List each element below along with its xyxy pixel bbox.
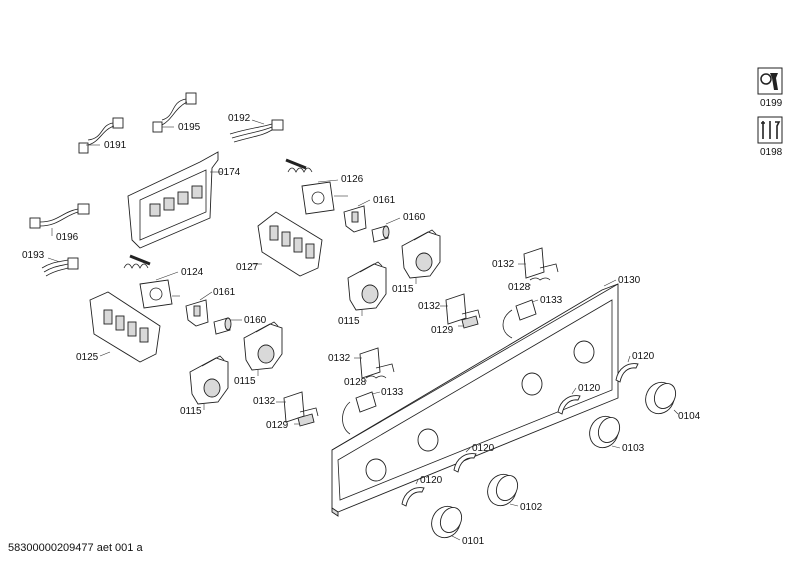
service-icon-label: 0198 [760, 147, 783, 158]
part-label: 0128 [344, 377, 367, 388]
part-clip-0129-a[interactable]: 0129 [431, 315, 479, 336]
part-label: 0130 [618, 275, 641, 286]
part-label: 0133 [540, 295, 563, 306]
part-timer-0174[interactable]: 0174 [127, 151, 241, 249]
part-label: 0120 [420, 475, 443, 486]
part-ring-0120-c[interactable]: 0120 [453, 443, 495, 473]
part-sensor-0133-b[interactable]: 0133 [342, 387, 404, 435]
part-label: 0115 [180, 406, 202, 417]
part-label: 0161 [373, 195, 396, 206]
part-knob-0103[interactable]: 0103 [585, 412, 645, 454]
part-label: 0196 [56, 232, 79, 243]
part-label: 0103 [622, 443, 645, 454]
part-label: 0128 [508, 282, 531, 293]
part-label: 0127 [236, 262, 259, 273]
part-knob-0104[interactable]: 0104 [641, 378, 701, 422]
part-label: 0132 [492, 259, 515, 270]
part-label: 0174 [218, 167, 241, 178]
part-label: 0129 [266, 420, 289, 431]
part-lamp-0160-b[interactable]: 0160 [213, 315, 267, 335]
part-knob-0101[interactable]: 0101 [427, 502, 485, 547]
part-selector-0124[interactable]: 0124 [123, 254, 204, 309]
part-lamp-0160-a[interactable]: 0160 [371, 212, 426, 243]
part-selector-0126[interactable]: 0126 [285, 158, 364, 215]
part-label: 0129 [431, 325, 454, 336]
part-label: 0104 [678, 411, 701, 422]
part-sensor-0133-a[interactable]: 0133 [502, 295, 563, 339]
part-holder-0115-a[interactable]: 0115 [392, 229, 441, 295]
service-tool-icon [760, 73, 778, 90]
part-switch-0127[interactable]: 0127 [236, 211, 323, 277]
part-label: 0125 [76, 352, 99, 363]
tool-set-icon [761, 121, 781, 139]
part-switch-0125[interactable]: 0125 [76, 291, 161, 363]
part-ring-0120-a[interactable]: 0120 [615, 351, 655, 383]
part-label: 0115 [338, 316, 360, 327]
part-label: 0133 [381, 387, 404, 398]
part-label: 0132 [328, 353, 351, 364]
part-plate-0132-a[interactable]: 0132 [492, 247, 559, 279]
service-icon-0198[interactable]: 0198 [757, 116, 783, 158]
part-label: 0124 [181, 267, 204, 278]
part-knob-0102[interactable]: 0102 [483, 470, 543, 513]
part-label: 0193 [22, 250, 45, 261]
part-bracket-0161-a[interactable]: 0161 [343, 195, 396, 233]
part-ring-0120-d[interactable]: 0120 [401, 475, 443, 507]
part-wire-0193[interactable]: 0193 [22, 250, 79, 277]
part-label: 0160 [403, 212, 426, 223]
part-label: 0161 [213, 287, 236, 298]
part-wire-0195[interactable]: 0195 [152, 92, 201, 133]
part-label: 0120 [632, 351, 655, 362]
part-holder-0115-b[interactable]: 0115 [338, 261, 387, 327]
part-label: 0192 [228, 113, 251, 124]
part-spring-0128-a[interactable]: 0128 [508, 277, 551, 293]
part-ring-0120-b[interactable]: 0120 [557, 383, 601, 415]
part-label: 0101 [462, 536, 485, 547]
part-holder-0115-c[interactable]: 0115 [234, 321, 283, 387]
part-label: 0132 [253, 396, 276, 407]
part-label: 0115 [392, 284, 414, 295]
part-wire-0191[interactable]: 0191 [78, 117, 127, 154]
part-label: 0195 [178, 122, 201, 133]
service-icon-0199[interactable]: 0199 [757, 67, 783, 109]
part-holder-0115-d[interactable]: 0115 [180, 355, 229, 417]
part-label: 0120 [472, 443, 495, 454]
part-clip-0129-b[interactable]: 0129 [266, 413, 315, 431]
service-icon-label: 0199 [760, 98, 783, 109]
part-plate-0132-c[interactable]: 0132 [328, 347, 395, 379]
part-label: 0126 [341, 174, 364, 185]
document-footer-id: 58300000209477 aet 001 a [8, 542, 143, 554]
part-label: 0115 [234, 376, 256, 387]
part-panel-0130[interactable]: 0130 [331, 275, 641, 517]
part-wire-0192[interactable]: 0192 [228, 113, 284, 143]
part-label: 0191 [104, 140, 127, 151]
part-wire-0196[interactable]: 0196 [29, 203, 90, 243]
part-plate-0132-b[interactable]: 0132 [418, 293, 481, 325]
part-spring-0128-b[interactable]: 0128 [344, 375, 387, 388]
part-label: 0120 [578, 383, 601, 394]
part-label: 0132 [418, 301, 441, 312]
part-bracket-0161-b[interactable]: 0161 [185, 287, 236, 327]
part-label: 0160 [244, 315, 267, 326]
part-label: 0102 [520, 502, 543, 513]
